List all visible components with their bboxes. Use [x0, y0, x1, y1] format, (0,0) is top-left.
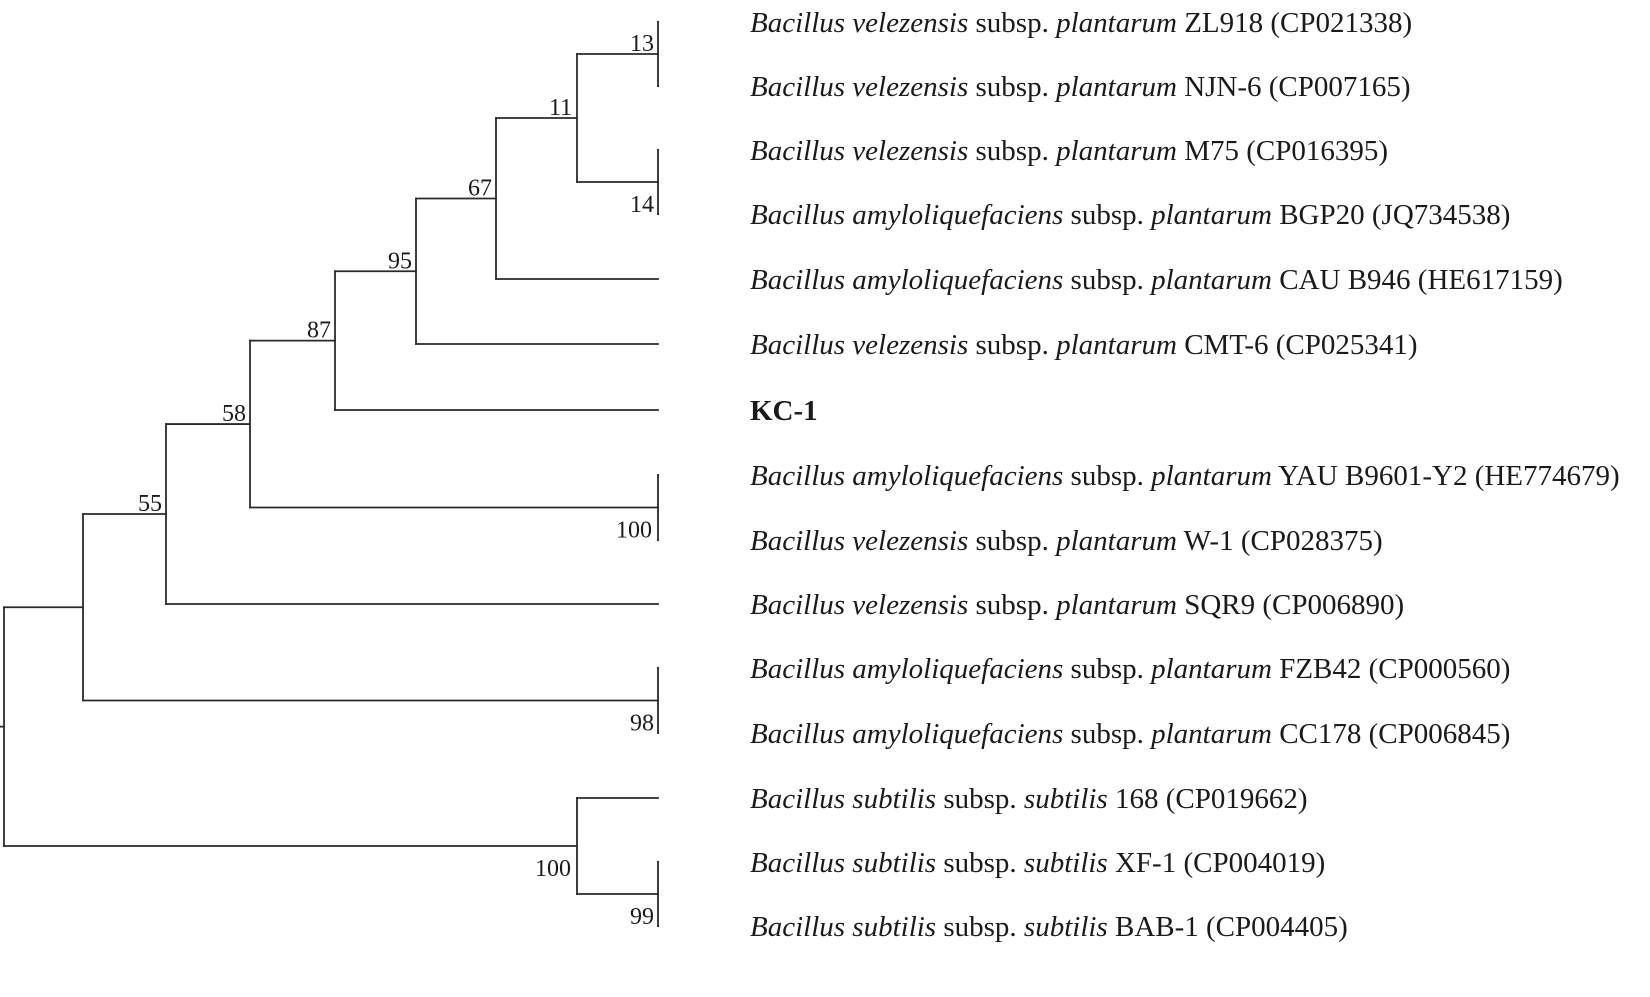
taxon-label: Bacillus amyloliquefaciens subsp. planta… — [750, 718, 1510, 750]
bootstrap-values: 13 14 11 67 95 87 100 58 55 98 99 100 — [138, 31, 654, 930]
bootstrap-value: 55 — [138, 491, 162, 517]
bootstrap-value: 99 — [630, 904, 654, 930]
bootstrap-value: 98 — [630, 711, 654, 737]
taxon-label: Bacillus amyloliquefaciens subsp. planta… — [750, 264, 1563, 296]
bootstrap-value: 95 — [388, 248, 412, 274]
taxon-label: Bacillus velezensis subsp. plantarum CMT… — [750, 329, 1418, 361]
taxon-label: Bacillus amyloliquefaciens subsp. planta… — [750, 653, 1510, 685]
bootstrap-value: 14 — [630, 192, 654, 218]
taxon-label: Bacillus velezensis subsp. plantarum W-1… — [750, 525, 1383, 557]
taxon-label: Bacillus velezensis subsp. plantarum ZL9… — [750, 7, 1412, 39]
taxon-labels: Bacillus velezensis subsp. plantarum ZL9… — [750, 7, 1620, 943]
taxon-label: Bacillus subtilis subsp. subtilis 168 (C… — [750, 783, 1308, 815]
bootstrap-value: 100 — [535, 856, 571, 882]
bootstrap-value: 67 — [468, 176, 492, 202]
bootstrap-value: 87 — [307, 318, 331, 344]
taxon-label: Bacillus amyloliquefaciens subsp. planta… — [750, 460, 1620, 492]
taxon-label-query-strain: KC-1 — [750, 395, 818, 427]
taxon-label: Bacillus subtilis subsp. subtilis XF-1 (… — [750, 847, 1325, 879]
bootstrap-value: 13 — [630, 31, 654, 57]
bootstrap-value: 58 — [222, 401, 246, 427]
tree-branches — [0, 21, 659, 927]
taxon-label: Bacillus amyloliquefaciens subsp. planta… — [750, 199, 1510, 231]
taxon-label: Bacillus subtilis subsp. subtilis BAB-1 … — [750, 911, 1348, 943]
bootstrap-value: 100 — [616, 518, 652, 544]
taxon-label: Bacillus velezensis subsp. plantarum SQR… — [750, 589, 1404, 621]
taxon-label: Bacillus velezensis subsp. plantarum NJN… — [750, 71, 1411, 103]
bootstrap-value: 11 — [549, 95, 572, 121]
taxon-label: Bacillus velezensis subsp. plantarum M75… — [750, 135, 1388, 167]
